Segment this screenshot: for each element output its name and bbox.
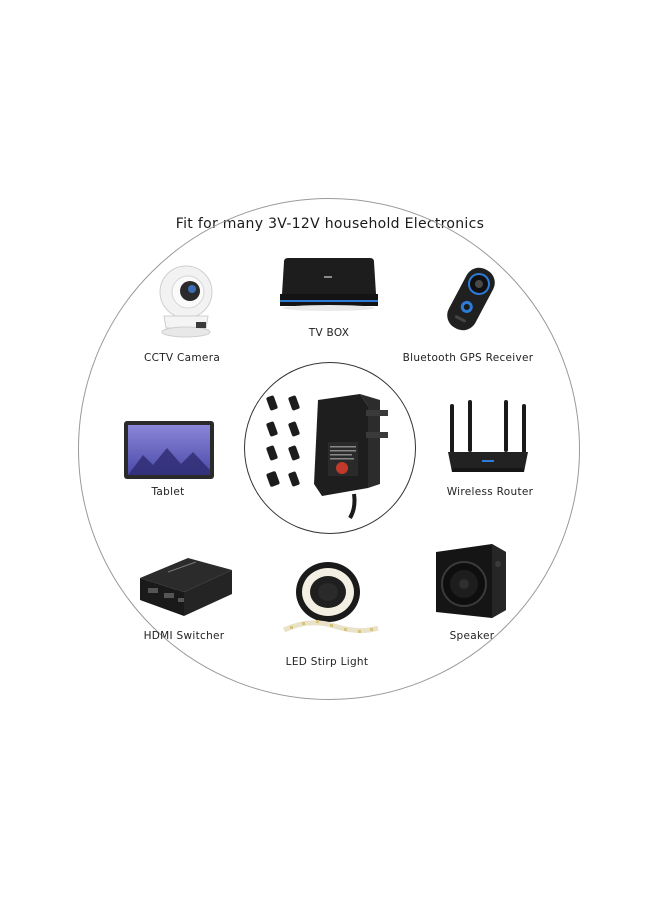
- hdmi-switcher-icon: [138, 548, 234, 620]
- speaker-icon: [432, 540, 510, 622]
- tablet-icon: [123, 420, 215, 480]
- router-label: Wireless Router: [446, 486, 534, 498]
- led-strip-label: LED Stirp Light: [285, 656, 369, 668]
- outer-circle: [78, 198, 580, 700]
- speaker-label: Speaker: [449, 630, 495, 642]
- hdmi-switcher-label: HDMI Switcher: [143, 630, 225, 642]
- bluetooth-receiver-label: Bluetooth GPS Receiver: [402, 352, 534, 364]
- tv-box-icon: [278, 256, 380, 316]
- tv-box-label: TV BOX: [308, 327, 350, 339]
- led-strip-icon: [280, 556, 380, 646]
- tablet-label: Tablet: [151, 486, 185, 498]
- power-adapter-icon: [262, 388, 402, 520]
- cctv-camera-icon: [150, 262, 222, 340]
- router-icon: [444, 400, 532, 476]
- bluetooth-receiver-icon: [438, 262, 504, 336]
- cctv-camera-label: CCTV Camera: [143, 352, 221, 364]
